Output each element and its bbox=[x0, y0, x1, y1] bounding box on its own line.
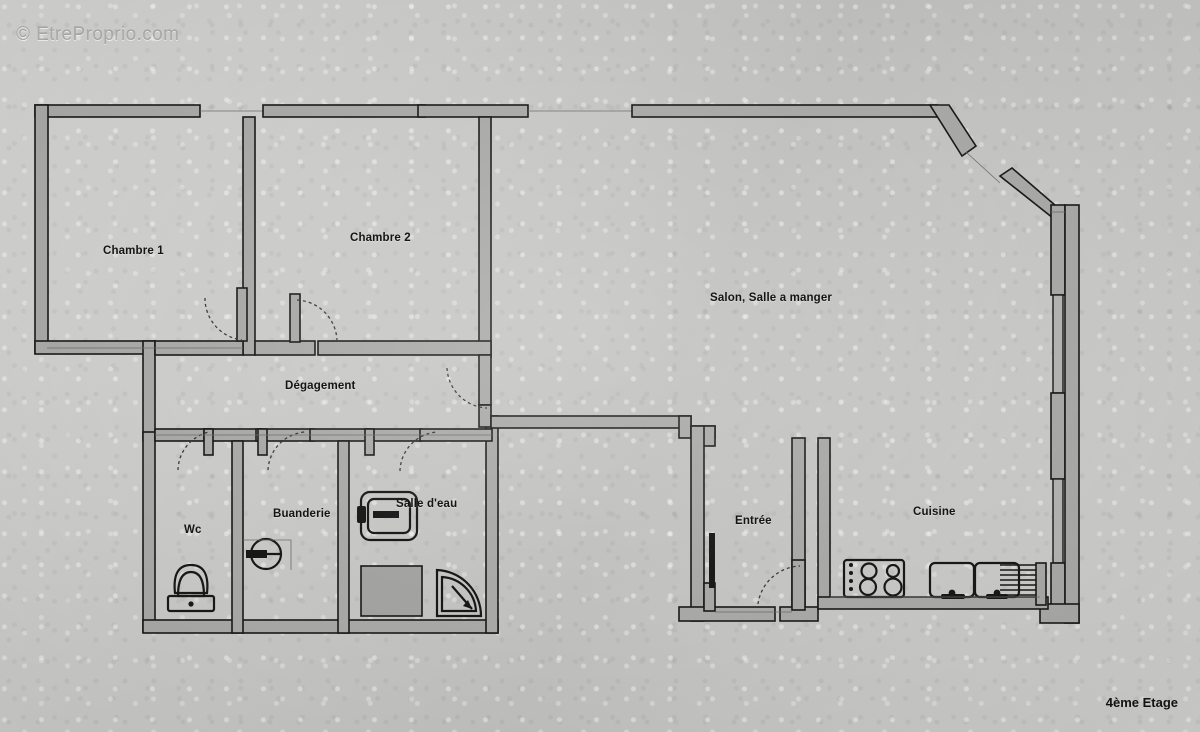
door-buanderie bbox=[267, 431, 306, 471]
door-entree bbox=[757, 565, 801, 605]
room-label-salon: Salon, Salle a manger bbox=[710, 292, 833, 304]
door-chambre-2 bbox=[296, 299, 338, 342]
door-chambre-1 bbox=[204, 297, 243, 341]
room-label-degagement: Dégagement bbox=[285, 380, 356, 392]
bathtub-tray bbox=[360, 565, 423, 617]
corner-shower bbox=[435, 568, 483, 618]
interior-walls bbox=[154, 116, 1049, 634]
door-salle-deau bbox=[399, 431, 438, 472]
entry-door-leaf bbox=[709, 533, 715, 588]
double-sink bbox=[928, 561, 1021, 599]
sink-drainboard bbox=[1000, 564, 1036, 596]
room-label-salle-deau: Salle d'eau bbox=[396, 498, 458, 510]
door-salon bbox=[446, 367, 488, 409]
room-label-buanderie: Buanderie bbox=[273, 508, 331, 520]
room-label-chambre-1: Chambre 1 bbox=[103, 245, 164, 257]
room-label-chambre-2: Chambre 2 bbox=[350, 232, 411, 244]
watermark: © EtreProprio.com bbox=[16, 24, 180, 45]
door-wc bbox=[177, 431, 210, 471]
exterior-walls bbox=[34, 104, 1080, 634]
wash-basin bbox=[357, 490, 419, 542]
wc-toilet bbox=[166, 563, 216, 613]
room-label-entree: Entrée bbox=[735, 515, 772, 527]
room-label-wc: Wc bbox=[184, 524, 202, 536]
door-swings bbox=[47, 297, 801, 613]
washing-machine bbox=[243, 537, 292, 571]
cooktop-4-burner bbox=[842, 558, 906, 599]
floor-label: 4ème Etage bbox=[1105, 695, 1178, 710]
room-label-cuisine: Cuisine bbox=[913, 506, 956, 518]
